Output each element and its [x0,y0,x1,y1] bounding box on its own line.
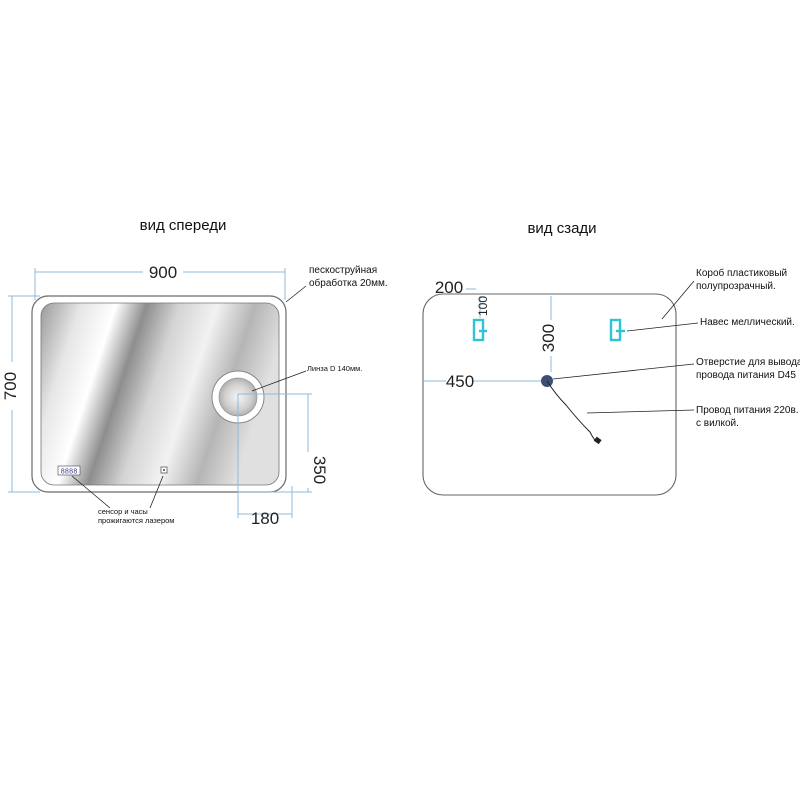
leader-lens [251,370,307,392]
dimension-lens-horizontal [237,394,293,518]
dimension-width-label: 900 [149,263,177,282]
leader-clock [71,475,111,509]
back-panel [422,293,677,496]
note-sensor-line2: прожигаются лазером [98,516,174,525]
note-box-line2: полупрозрачный. [696,281,776,292]
leader-cable [586,409,695,414]
dimension-450-label: 450 [446,372,474,391]
note-cable-line2: с вилкой. [696,418,739,429]
dimension-100-label: 100 [476,296,490,316]
leader-box [661,280,695,320]
dimension-lens-vertical [238,393,312,493]
leader-sandblast [285,285,307,303]
front-view-title: вид спереди [140,217,227,234]
touch-sensor-dot [163,469,165,471]
hanger-left-icon [472,318,487,342]
back-view-title: вид сзади [527,220,596,237]
clock-display-frame [57,465,81,476]
leader-hole [552,363,695,380]
note-cable-line1: Провод питания 220в. [696,405,799,416]
note-hanger: Навес меллический. [700,317,795,328]
dimension-height [8,295,40,493]
dimension-width [34,268,286,300]
note-hole-line2: провода питания D45 [696,370,796,381]
note-sensor-line1: сенсор и часы [98,507,148,516]
dimension-lens-horizontal-label: 180 [251,509,279,528]
dimension-lens-vertical-label: 350 [310,456,329,484]
leader-sensor [149,475,164,509]
dimension-300-label: 300 [539,324,558,352]
leader-hanger [626,322,699,332]
clock-display: 8888 [61,469,78,477]
note-hole-line1: Отверстие для вывода [696,357,800,368]
note-sandblast-line1: пескоструйная [309,265,377,276]
dimension-height-label: 700 [1,372,20,400]
note-sandblast-line2: обработка 20мм. [309,277,388,289]
plug-icon [593,436,602,445]
note-box-line1: Короб пластиковый [696,267,787,279]
dimension-200-label: 200 [435,278,463,297]
hanger-right-icon [609,318,625,342]
power-cable [546,380,598,443]
note-lens: Линза D 140мм. [307,364,362,373]
